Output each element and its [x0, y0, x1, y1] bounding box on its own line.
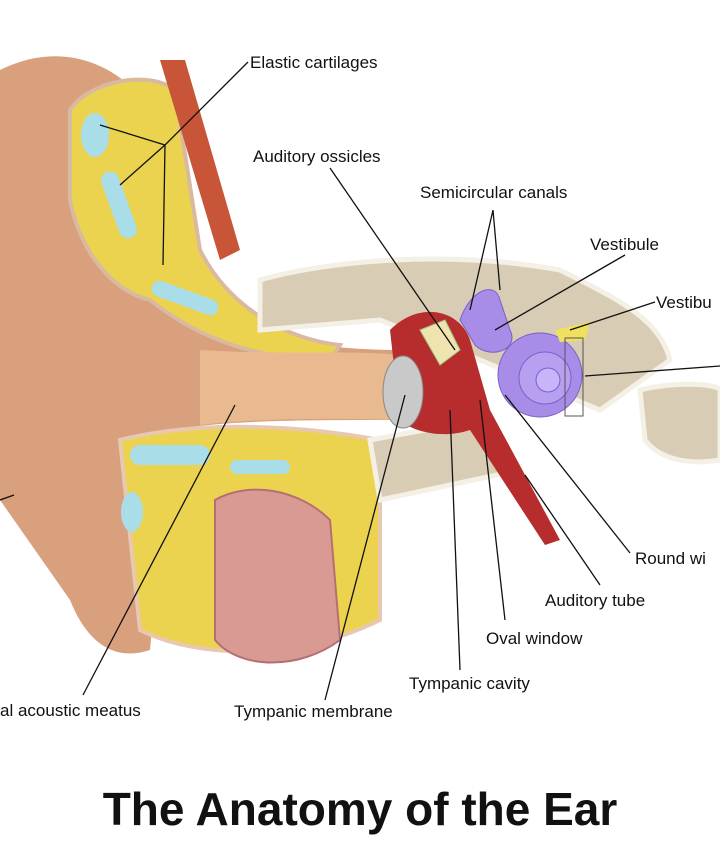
ear-anatomy-illustration	[0, 56, 720, 701]
label-elastic-cartilages: Elastic cartilages	[250, 53, 378, 72]
label-tympanic-membrane: Tympanic membrane	[234, 702, 393, 721]
muscle-strip	[160, 60, 240, 260]
label-oval-window: Oval window	[486, 629, 583, 648]
label-round-window: Round wi	[635, 549, 706, 568]
cartilage-patches	[81, 113, 290, 532]
label-tympanic-cavity: Tympanic cavity	[409, 674, 530, 693]
leader-lines	[0, 61, 720, 701]
inner-ear	[459, 289, 583, 418]
tympanic-membrane-shape	[382, 355, 424, 429]
label-semicircular-canals: Semicircular canals	[420, 183, 568, 202]
label-vestibule: Vestibule	[590, 235, 659, 254]
label-acoustic-meatus: al acoustic meatus	[0, 701, 141, 720]
label-auditory-tube: Auditory tube	[545, 591, 646, 610]
tympanic-cavity-shape	[390, 311, 560, 545]
ear-canal	[200, 350, 400, 425]
cochlea-box	[564, 337, 584, 417]
mastoid-bone	[637, 381, 720, 465]
label-vestibular-nerve: Vestibu	[656, 293, 712, 312]
page-title: The Anatomy of the Ear	[102, 783, 618, 835]
vestibular-nerve-shape	[555, 322, 590, 342]
label-auditory-ossicles: Auditory ossicles	[253, 147, 381, 166]
gland	[214, 488, 342, 664]
